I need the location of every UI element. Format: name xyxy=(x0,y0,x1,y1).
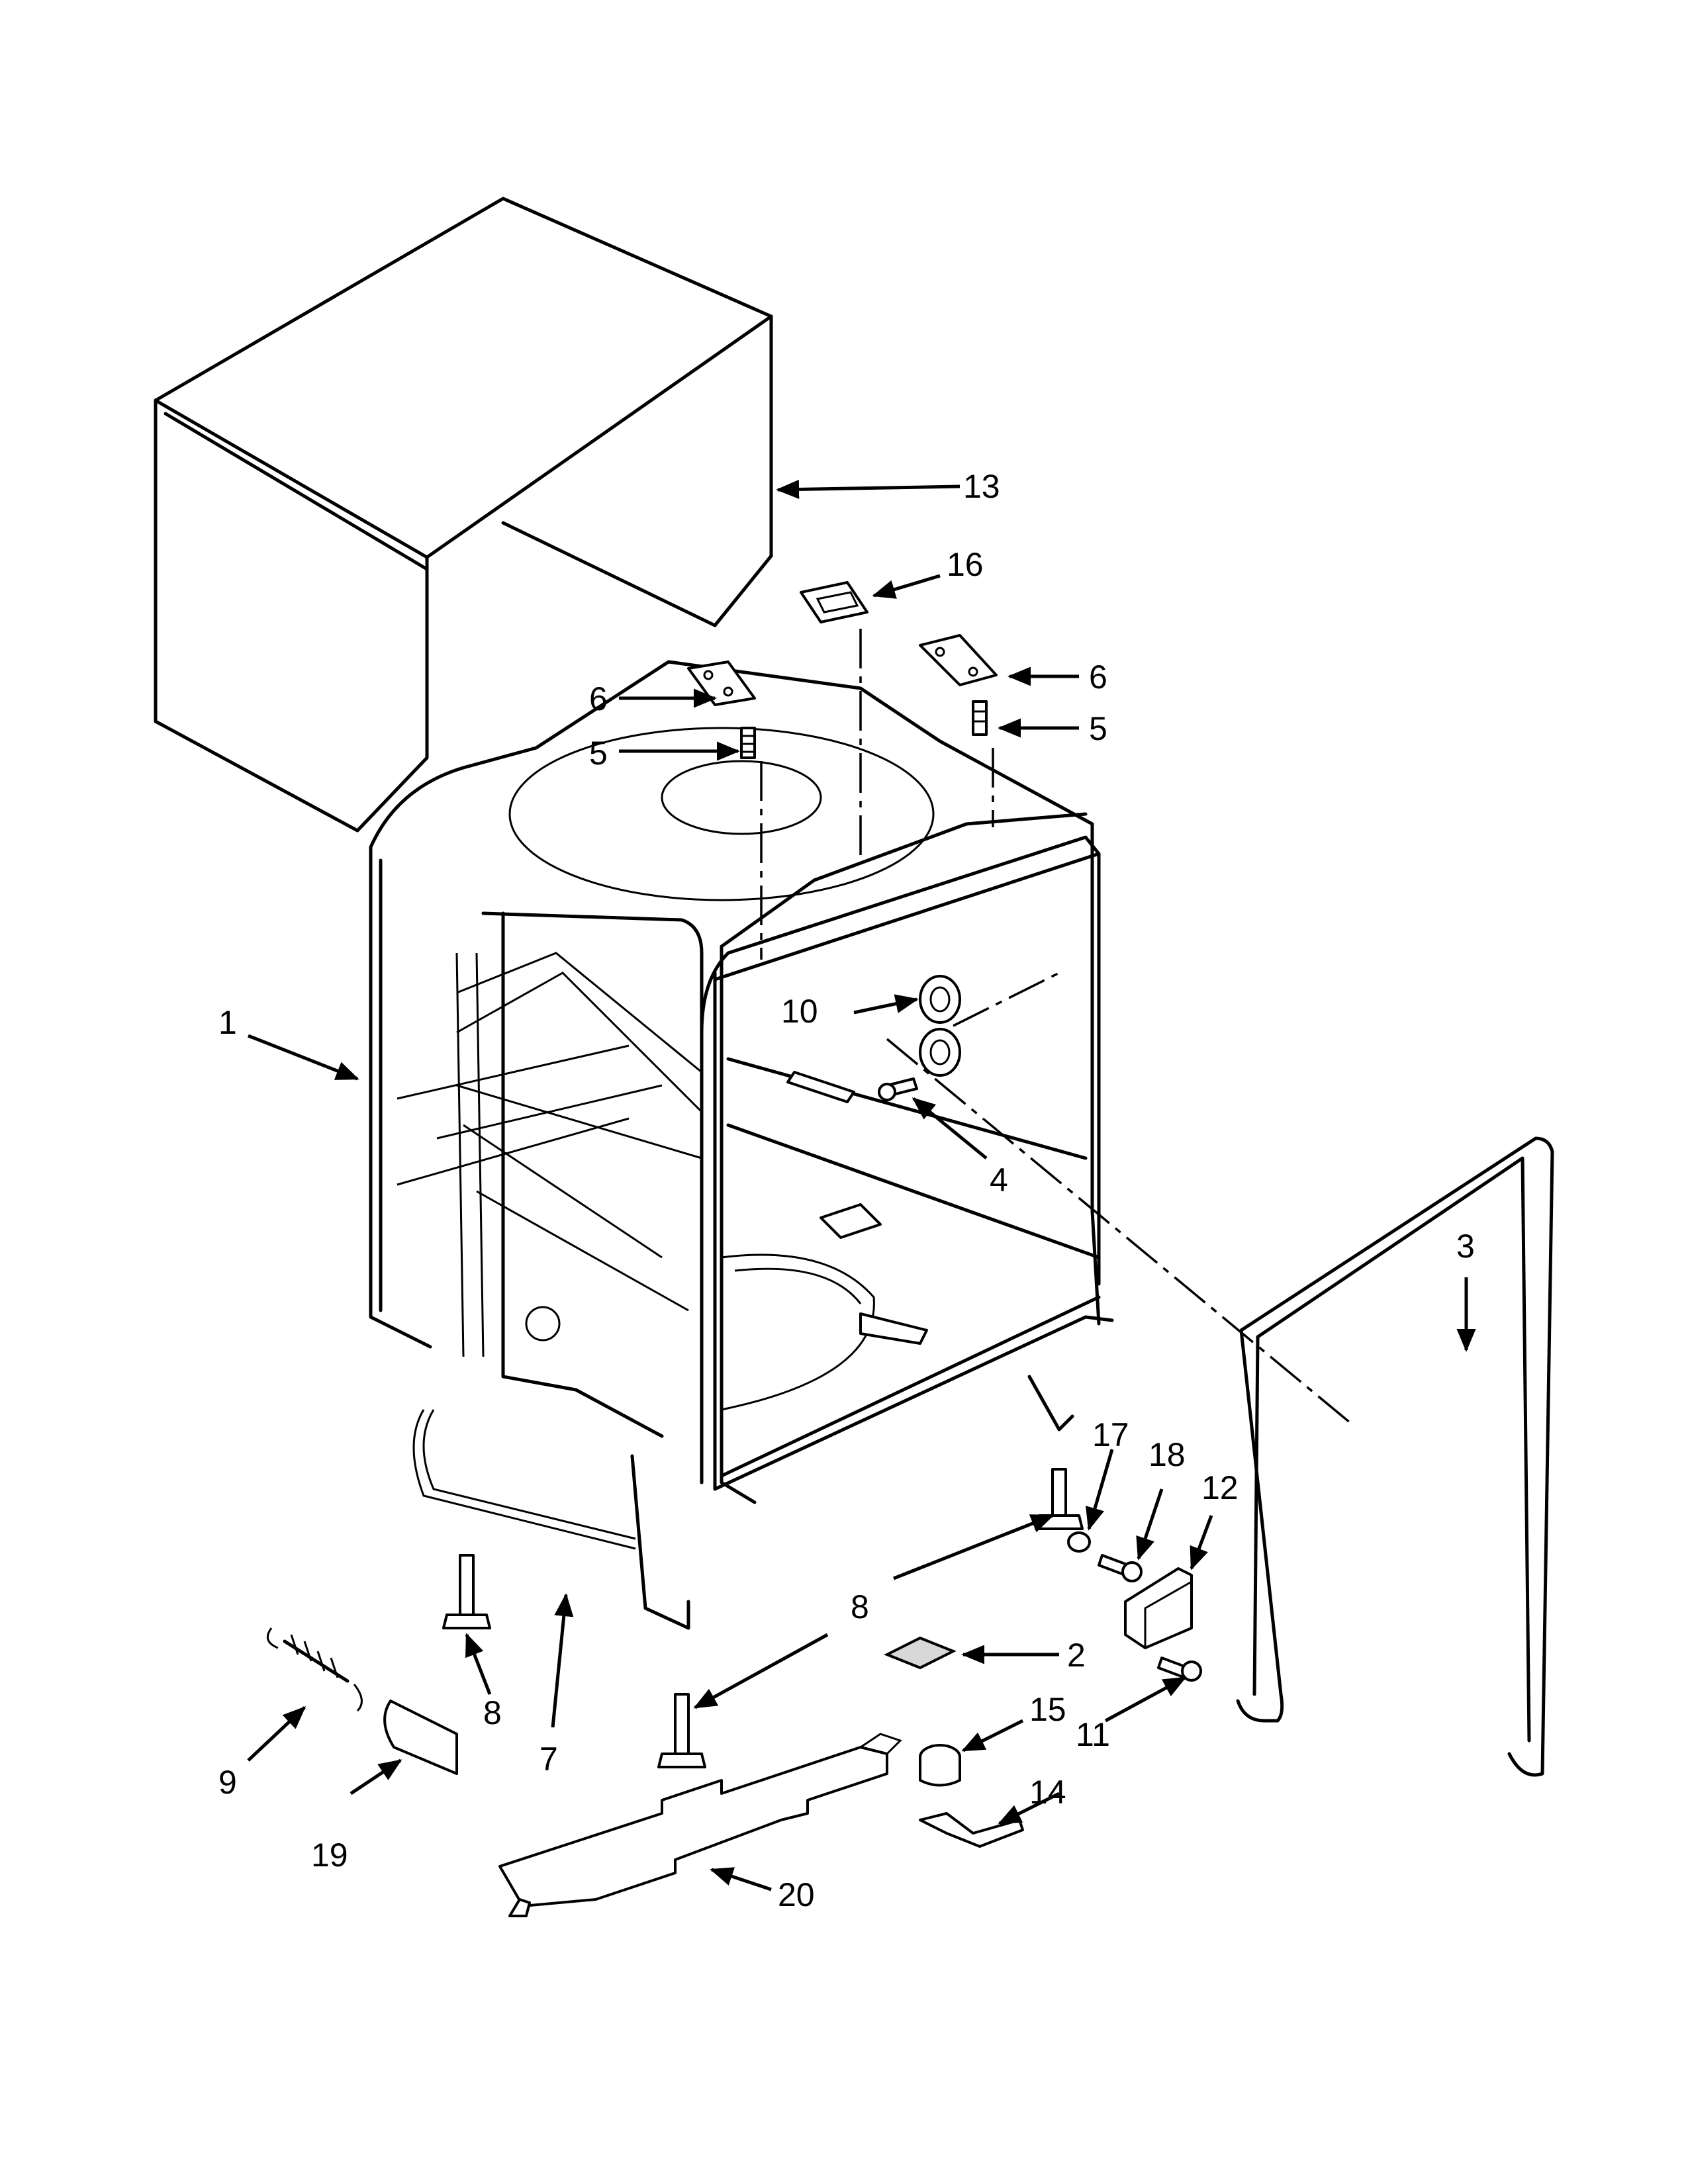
alignment-line-gasket xyxy=(886,1038,1352,1424)
callout-13: 13 xyxy=(963,468,1000,505)
callout-10: 10 xyxy=(781,993,818,1030)
mounting-bracket-side xyxy=(1124,1567,1193,1649)
spring-cover xyxy=(383,1700,458,1775)
leveling-leg-front xyxy=(657,1693,706,1768)
callout-6-left: 6 xyxy=(589,680,608,717)
leader-8-lower xyxy=(693,1633,829,1709)
leader-lines xyxy=(247,479,1476,1891)
dish-rack-side xyxy=(397,952,703,1357)
callout-1: 1 xyxy=(218,1004,237,1041)
screw-right xyxy=(972,700,988,736)
leader-11 xyxy=(1104,1676,1187,1723)
callout-16: 16 xyxy=(947,546,984,583)
leveling-leg-left xyxy=(442,1554,491,1629)
callout-8-left: 8 xyxy=(483,1694,502,1731)
leader-9 xyxy=(247,1706,306,1762)
screw-left xyxy=(740,727,756,759)
leader-17 xyxy=(1085,1449,1114,1531)
leader-14 xyxy=(998,1792,1060,1825)
thermostat xyxy=(919,1744,961,1787)
leader-4 xyxy=(912,1097,988,1160)
callout-18: 18 xyxy=(1149,1436,1186,1473)
callout-17: 17 xyxy=(1092,1416,1129,1453)
door-rollers xyxy=(919,975,961,1077)
alignment-line-roller xyxy=(953,972,1060,1027)
callout-labels: 13 16 6 5 6 5 1 10 4 3 17 18 12 8 2 11 1… xyxy=(218,468,1475,1913)
insulation-blanket xyxy=(154,197,773,833)
leader-7 xyxy=(551,1593,574,1728)
tub-assembly xyxy=(369,660,1114,1630)
base-shield xyxy=(498,1733,902,1917)
callout-7: 7 xyxy=(539,1741,558,1778)
callout-3: 3 xyxy=(1456,1228,1475,1265)
leader-12 xyxy=(1190,1515,1213,1570)
leader-20 xyxy=(710,1867,772,1891)
door-spring xyxy=(266,1627,363,1712)
callout-12: 12 xyxy=(1201,1469,1239,1506)
leader-16 xyxy=(872,574,941,599)
leader-10 xyxy=(853,994,919,1015)
callout-2: 2 xyxy=(1067,1637,1086,1674)
leader-13 xyxy=(776,479,961,499)
leader-18 xyxy=(1136,1488,1164,1561)
callout-19: 19 xyxy=(311,1837,348,1874)
vent-clip xyxy=(800,581,868,623)
label xyxy=(884,1636,957,1670)
callout-11: 11 xyxy=(1076,1716,1110,1753)
bolt xyxy=(1098,1554,1143,1582)
leader-8-left xyxy=(465,1633,492,1695)
thermostat-bracket xyxy=(919,1812,1024,1848)
leader-8-upper xyxy=(893,1514,1055,1580)
washer xyxy=(1067,1531,1091,1553)
callout-9: 9 xyxy=(218,1764,237,1801)
callout-5-left: 5 xyxy=(589,735,608,772)
leader-15 xyxy=(961,1719,1024,1752)
leader-1 xyxy=(248,1034,359,1081)
callout-4: 4 xyxy=(990,1161,1008,1199)
callout-6-right: 6 xyxy=(1089,659,1107,696)
callout-15: 15 xyxy=(1029,1691,1066,1728)
door-gasket xyxy=(1236,1136,1554,1777)
side-screw xyxy=(1157,1657,1202,1682)
callout-20: 20 xyxy=(778,1876,815,1913)
callout-8-upper: 8 xyxy=(851,1588,869,1625)
leader-19 xyxy=(350,1758,402,1796)
mounting-bracket-right xyxy=(919,634,998,686)
roller-screw xyxy=(878,1077,918,1101)
callout-5-right: 5 xyxy=(1089,710,1107,747)
callout-14: 14 xyxy=(1029,1774,1066,1811)
